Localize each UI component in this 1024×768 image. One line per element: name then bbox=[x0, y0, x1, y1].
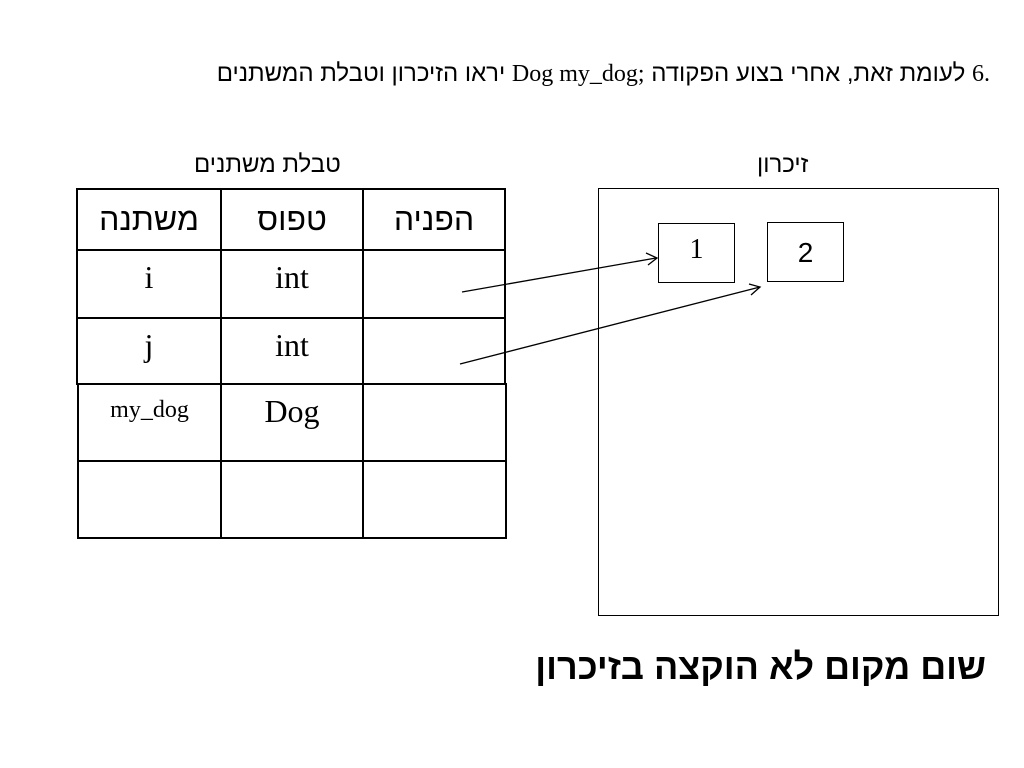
heading-code: Dog my_dog; bbox=[511, 61, 645, 87]
memory-cell-1: 1 bbox=[658, 223, 735, 283]
arrowhead-i bbox=[645, 252, 659, 266]
heading-number: 6. bbox=[972, 61, 990, 87]
variable-table-title: טבלת משתנים bbox=[194, 151, 341, 178]
heading-text-after: יראו הזיכרון וטבלת המשתנים bbox=[216, 60, 506, 87]
arrow-i-to-cell-1 bbox=[461, 257, 657, 293]
heading: יראו הזיכרון וטבלת המשתנים Dog my_dog; ל… bbox=[217, 60, 990, 88]
memory-box bbox=[598, 188, 999, 616]
allocation-note: שום מקום לא הוקצה בזיכרון bbox=[535, 646, 986, 687]
row-empty-reference bbox=[362, 460, 507, 539]
memory-title: זיכרון bbox=[757, 151, 809, 178]
heading-text-before: לעומת זאת, אחרי בצוע הפקודה bbox=[651, 60, 966, 87]
arrowhead-j bbox=[748, 283, 762, 296]
arrow-j-to-cell-2 bbox=[459, 286, 761, 365]
memory-cell-2: 2 bbox=[767, 222, 844, 282]
